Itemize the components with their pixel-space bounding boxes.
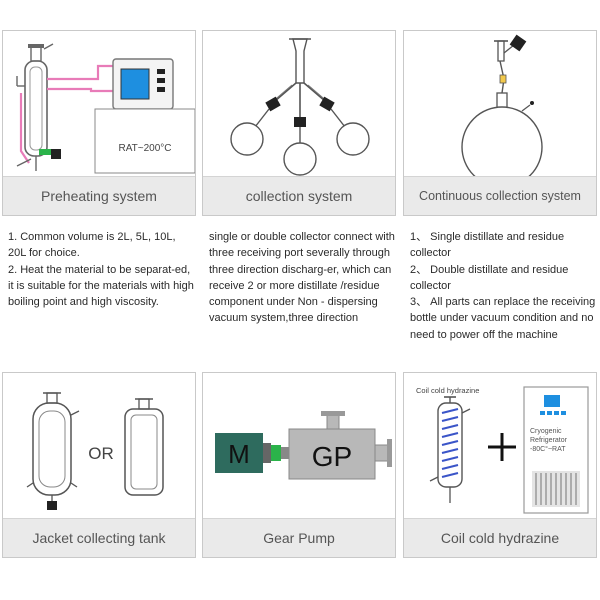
heating-tube-mid bbox=[47, 87, 113, 93]
column-cap bbox=[28, 44, 44, 48]
or-label: OR bbox=[88, 444, 114, 463]
clamp-right bbox=[319, 96, 335, 112]
manifold-neck bbox=[292, 38, 308, 84]
temperature-label: RAT~200°C bbox=[118, 143, 171, 154]
receiving-flask-left bbox=[230, 122, 264, 156]
pump-label: GP bbox=[312, 441, 352, 472]
gear-pump-illustration: M GP bbox=[215, 411, 392, 480]
outlet-clamp bbox=[39, 149, 53, 155]
motor-label: M bbox=[228, 439, 250, 469]
coil-cold-hydrazine-panel: Coil cold hydrazine Cryogenic bbox=[403, 372, 597, 558]
motor-block bbox=[215, 433, 263, 473]
clamp-bottom bbox=[294, 117, 306, 127]
refrigerator-screen bbox=[544, 395, 560, 407]
panel-caption: Preheating system bbox=[3, 176, 195, 215]
jacketed-column bbox=[24, 60, 48, 157]
temperature-box bbox=[94, 108, 195, 174]
receiving-flask-bottom bbox=[283, 142, 317, 176]
heating-tube-side bbox=[19, 93, 30, 164]
coil-label: Coil cold hydrazine bbox=[416, 386, 479, 395]
column-neck bbox=[30, 46, 42, 62]
collection-system-panel: collection system bbox=[202, 30, 396, 216]
continuous-description: 1、 Single distillate and residue collect… bbox=[410, 231, 596, 341]
heating-tube-top bbox=[47, 64, 113, 81]
preheating-description: 1. Common volume is 2L, 5L, 10L, 20L for… bbox=[8, 231, 194, 309]
panel-caption: Jacket collecting tank bbox=[3, 518, 195, 557]
coil-cold-hydrazine-illustration: Coil cold hydrazine Cryogenic bbox=[416, 386, 589, 514]
collection-description: single or double collector connect with … bbox=[209, 231, 395, 325]
cooling-coil bbox=[441, 408, 459, 478]
continuous-collection-panel: Continuous collection system bbox=[403, 30, 597, 216]
jacket-tank-illustration: OR bbox=[26, 392, 164, 510]
panel-caption: Coil cold hydrazine bbox=[404, 518, 596, 557]
receiving-flask bbox=[461, 106, 543, 179]
panel-caption: Gear Pump bbox=[203, 518, 395, 557]
inner-column bbox=[29, 66, 43, 151]
jacket-tank-panel: OR Jacket collecting tank bbox=[2, 372, 196, 558]
heater-screen bbox=[120, 68, 150, 100]
tank-valve bbox=[47, 501, 57, 510]
receiving-flask-right bbox=[336, 122, 370, 156]
collection-system-illustration bbox=[230, 38, 370, 176]
preheating-system-panel: RAT~200°C Preheating system bbox=[2, 30, 196, 216]
gear-pump-panel: M GP Gear Pump bbox=[202, 372, 396, 558]
refrigerator-vent bbox=[532, 471, 580, 507]
refrigerator-label: Cryogenic Refrigerator -80C°~RAT bbox=[530, 428, 569, 453]
panel-caption: collection system bbox=[203, 176, 395, 215]
stopcock bbox=[499, 74, 507, 84]
top-clamp bbox=[509, 34, 527, 52]
outlet-valve bbox=[51, 149, 61, 159]
panel-caption: Continuous collection system bbox=[404, 176, 596, 215]
clamp-left bbox=[265, 96, 281, 112]
continuous-collection-illustration bbox=[461, 34, 543, 179]
coupling bbox=[271, 445, 281, 461]
preheating-system-illustration: RAT~200°C bbox=[16, 43, 195, 174]
